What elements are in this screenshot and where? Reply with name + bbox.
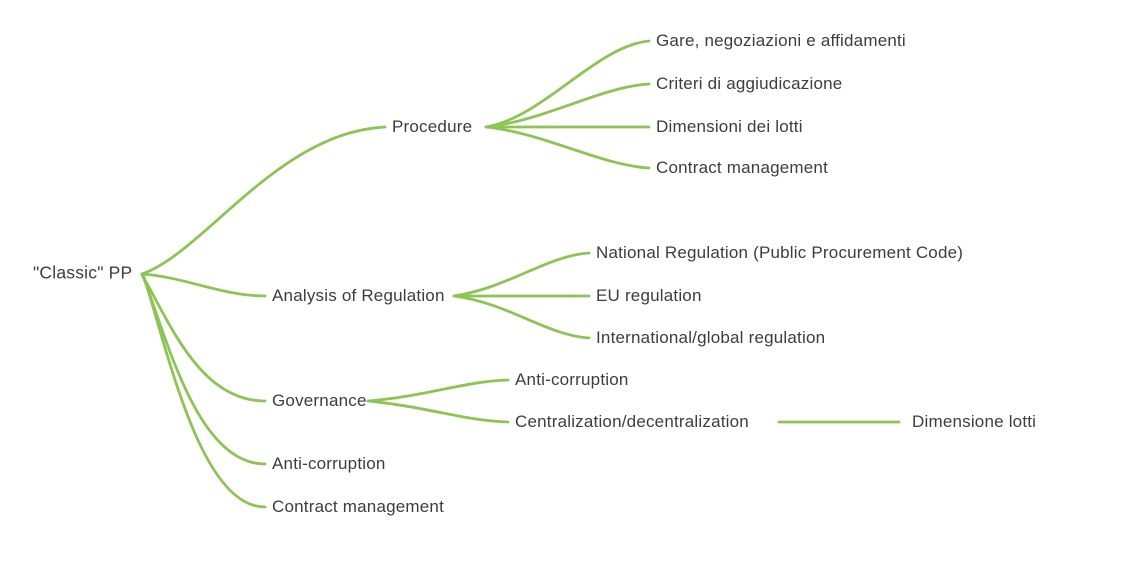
node-criteri-aggiudicazione[interactable]: Criteri di aggiudicazione bbox=[656, 74, 843, 93]
branch-root-analysis bbox=[140, 272, 267, 298]
node-eu-regulation[interactable]: EU regulation bbox=[596, 286, 702, 305]
node-anti-corruption-root[interactable]: Anti-corruption bbox=[272, 454, 386, 473]
node-dimensioni-lotti[interactable]: Dimensioni dei lotti bbox=[656, 117, 803, 136]
node-dimensione-lotti[interactable]: Dimensione lotti bbox=[912, 412, 1037, 431]
branch-governance-centralization bbox=[366, 399, 510, 424]
node-anti-corruption-governance[interactable]: Anti-corruption bbox=[515, 370, 629, 389]
node-contract-management-procedure[interactable]: Contract management bbox=[656, 158, 828, 177]
node-international-regulation[interactable]: International/global regulation bbox=[596, 328, 826, 347]
node-governance[interactable]: Governance bbox=[272, 391, 367, 410]
branch-root-contract bbox=[142, 275, 267, 509]
branch-procedure-gare bbox=[484, 39, 651, 129]
node-national-regulation[interactable]: National Regulation (Public Procurement … bbox=[596, 243, 964, 262]
node-centralization-decentralization[interactable]: Centralization/decentralization bbox=[515, 412, 749, 431]
branch-procedure-criteri bbox=[484, 82, 651, 129]
node-contract-management-root[interactable]: Contract management bbox=[272, 497, 444, 516]
node-procedure[interactable]: Procedure bbox=[392, 117, 473, 136]
branch-root-governance bbox=[140, 273, 267, 403]
branch-root-procedure bbox=[140, 125, 387, 276]
node-gare-negoziazioni[interactable]: Gare, negoziazioni e affidamenti bbox=[656, 31, 906, 50]
branch-governance-anticorruption bbox=[366, 378, 510, 403]
node-analysis-of-regulation[interactable]: Analysis of Regulation bbox=[272, 286, 445, 305]
node-root[interactable]: "Classic" PP bbox=[33, 262, 133, 283]
branch-procedure-contract bbox=[484, 125, 651, 170]
branch-analysis-international bbox=[452, 294, 591, 340]
branch-root-anticorruption bbox=[141, 274, 267, 466]
branch-analysis-national bbox=[452, 251, 591, 298]
